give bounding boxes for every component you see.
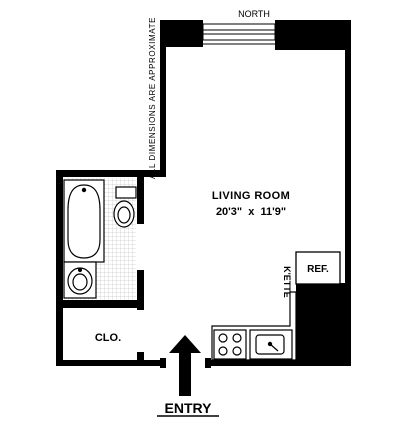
kitchenette-label: K'ETTE [282,266,292,298]
dimensions-note: ALL DIMENSIONS ARE APPROXIMATE [148,17,157,179]
refrigerator-label: REF. [307,264,329,275]
stove [213,329,247,360]
bathroom-sink [63,261,97,299]
north-window [202,23,276,45]
walls [56,20,351,368]
entry-label: ENTRY [165,400,213,416]
kitchen-sink [249,329,293,360]
refrigerator [295,251,341,285]
compass-north: NORTH [238,9,270,19]
toilet [113,186,137,228]
closet-label: CLO. [95,332,121,344]
living-room-label: LIVING ROOM [212,190,290,202]
living-room-dimensions: 20'3" x 11'9" [216,206,286,218]
entry-arrow [169,335,201,396]
bathtub [63,179,105,263]
